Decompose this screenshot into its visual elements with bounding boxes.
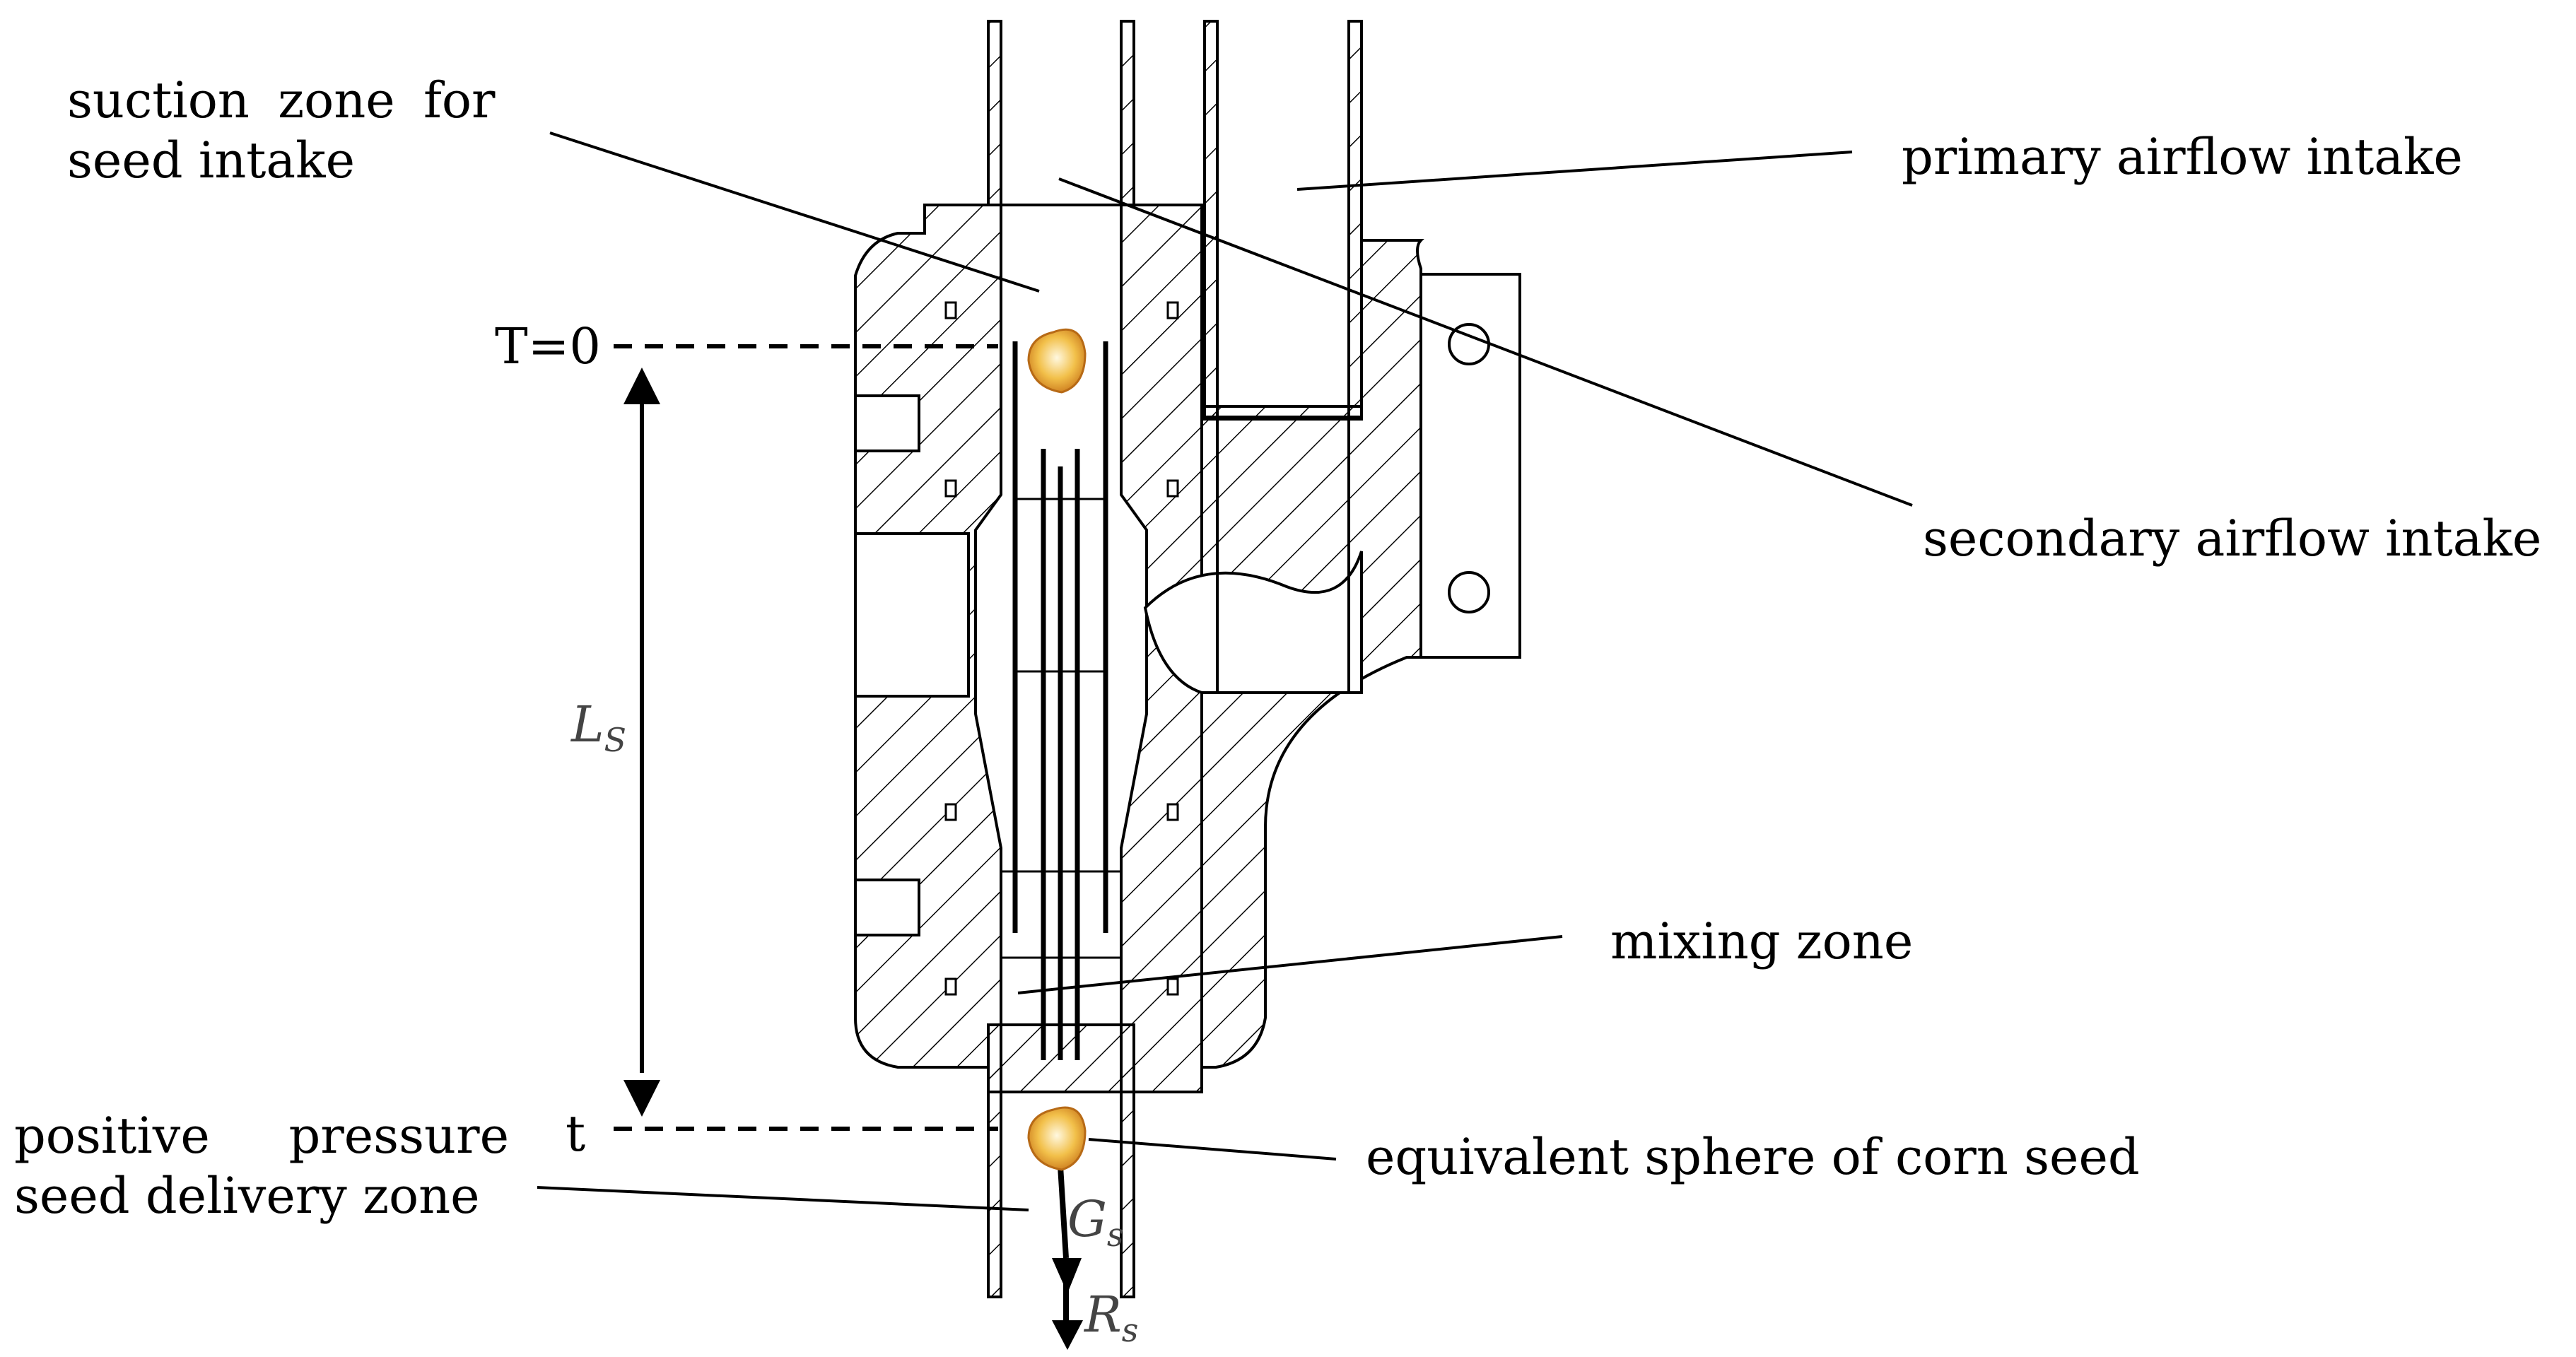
positive-pressure-word2: pressure bbox=[288, 1107, 509, 1165]
suction-zone-label-line1: suction zone for bbox=[67, 71, 496, 129]
leader-positive-pressure bbox=[537, 1186, 1029, 1211]
dashed-time-lines bbox=[614, 344, 998, 1131]
positive-pressure-label: positive pressure seed delivery zone bbox=[14, 1106, 509, 1227]
corn-seed-bottom bbox=[1027, 1106, 1087, 1171]
mixing-zone-label: mixing zone bbox=[1610, 912, 1914, 970]
ls-dimension-arrow bbox=[623, 368, 660, 1117]
small-grooves bbox=[944, 301, 1179, 996]
gs-symbol: Gs bbox=[1067, 1194, 1124, 1251]
secondary-airflow-label: secondary airflow intake bbox=[1923, 510, 2542, 568]
seed-intake-tube bbox=[987, 20, 1135, 206]
rs-symbol-main: R bbox=[1084, 1286, 1122, 1344]
rs-symbol: Rs bbox=[1084, 1290, 1138, 1346]
gs-symbol-main: G bbox=[1067, 1190, 1107, 1248]
internal-crosslines bbox=[1001, 498, 1121, 959]
positive-pressure-line2: seed delivery zone bbox=[14, 1167, 480, 1226]
positive-pressure-word1: positive bbox=[14, 1107, 210, 1165]
leader-mixing-zone bbox=[1017, 935, 1563, 994]
primary-airflow-label: primary airflow intake bbox=[1902, 128, 2463, 186]
ls-symbol: LS bbox=[571, 700, 626, 756]
primary-airflow-tube bbox=[1203, 20, 1363, 421]
leader-lines bbox=[537, 131, 1913, 1211]
force-arrows bbox=[1052, 1165, 1083, 1350]
corn-seed-top bbox=[1027, 328, 1087, 394]
ls-symbol-main: L bbox=[571, 695, 604, 753]
leader-suction-zone bbox=[549, 131, 1040, 293]
gs-symbol-sub: s bbox=[1106, 1216, 1124, 1254]
delivery-tube bbox=[987, 1023, 1135, 1298]
equivalent-sphere-label: equivalent sphere of corn seed bbox=[1366, 1128, 2140, 1186]
time-end-label: t bbox=[566, 1105, 586, 1163]
suction-zone-label-line2: seed intake bbox=[67, 131, 356, 190]
rs-symbol-sub: s bbox=[1121, 1311, 1139, 1349]
flange-plate bbox=[1419, 273, 1521, 659]
leader-equivalent-sphere bbox=[1088, 1138, 1337, 1161]
leader-secondary-airflow bbox=[1058, 177, 1913, 507]
leader-primary-airflow bbox=[1296, 151, 1853, 191]
ls-symbol-sub: S bbox=[604, 721, 626, 759]
suction-zone-label: suction zone for seed intake bbox=[67, 71, 496, 192]
time-start-label: T=0 bbox=[495, 317, 601, 375]
